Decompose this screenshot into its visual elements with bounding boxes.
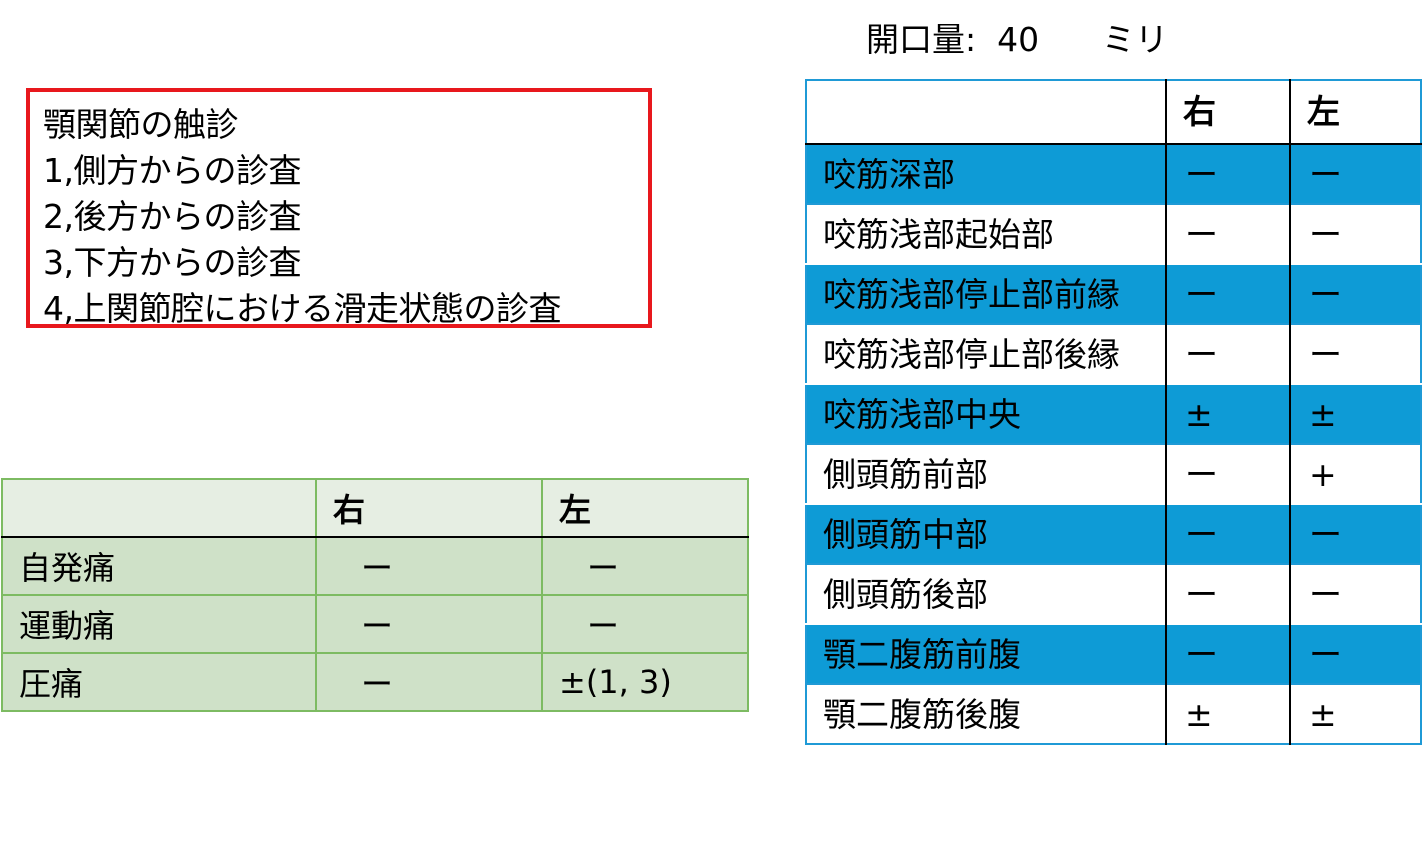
table-row: 側頭筋後部 ー ー (806, 563, 1421, 624)
pain-table-header: 右 左 (2, 478, 749, 538)
table-row: 自発痛 ー ー (2, 536, 749, 596)
muscle-table-header: 右 左 (806, 80, 1421, 145)
notes-item-4: 4,上関節腔における滑走状態の診査 (43, 289, 562, 328)
left-value: ー (541, 536, 749, 596)
muscle-label: 側頭筋前部 (806, 443, 1166, 504)
row-label: 運動痛 (2, 594, 317, 654)
muscle-label: 咬筋浅部停止部後縁 (806, 323, 1166, 384)
muscle-label: 側頭筋後部 (806, 563, 1166, 624)
left-value: ー (541, 594, 749, 654)
right-value: ー (1165, 263, 1290, 324)
table-row: 咬筋浅部停止部後縁 ー ー (806, 323, 1421, 384)
pain-table: 右 左 自発痛 ー ー 運動痛 ー ー 圧痛 ー ±(1, 3) (1, 478, 749, 712)
right-value: ー (1165, 143, 1290, 204)
left-value: ± (1289, 683, 1421, 744)
header-cell-right: 右 (315, 478, 543, 538)
right-value: ー (1165, 503, 1290, 564)
notes-item-2: 2,後方からの診査 (43, 197, 302, 236)
right-value: ± (1165, 683, 1290, 744)
left-value: ー (1289, 503, 1421, 564)
notes-title: 顎関節の触診 (43, 105, 239, 144)
muscle-label: 顎二腹筋後腹 (806, 683, 1166, 744)
left-value: + (1289, 443, 1421, 504)
table-row: 運動痛 ー ー (2, 594, 749, 654)
notes-item-1: 1,側方からの診査 (43, 151, 302, 190)
table-row: 圧痛 ー ±(1, 3) (2, 652, 749, 712)
left-value: ー (1289, 563, 1421, 624)
muscle-label: 側頭筋中部 (806, 503, 1166, 564)
muscle-label: 咬筋深部 (806, 143, 1166, 204)
table-row: 咬筋浅部中央 ± ± (806, 383, 1421, 444)
right-value: ー (1165, 563, 1290, 624)
row-label: 圧痛 (2, 652, 317, 712)
left-value: ー (1289, 263, 1421, 324)
left-value: ー (1289, 203, 1421, 264)
right-value: ー (315, 594, 543, 654)
left-value: ±(1, 3) (541, 652, 749, 712)
left-value: ー (1289, 623, 1421, 684)
right-value: ー (1165, 323, 1290, 384)
table-row: 顎二腹筋後腹 ± ± (806, 683, 1421, 744)
header-cell-empty (2, 478, 317, 538)
header-cell-left: 左 (541, 478, 749, 538)
header-cell-empty (806, 80, 1166, 145)
muscle-label: 咬筋浅部起始部 (806, 203, 1166, 264)
table-row: 側頭筋前部 ー + (806, 443, 1421, 504)
muscle-label: 咬筋浅部停止部前縁 (806, 263, 1166, 324)
right-value: ± (1165, 383, 1290, 444)
right-value: ー (1165, 443, 1290, 504)
table-row: 咬筋浅部停止部前縁 ー ー (806, 263, 1421, 324)
left-value: ± (1289, 383, 1421, 444)
header-cell-left: 左 (1289, 80, 1421, 145)
notes-item-3: 3,下方からの診査 (43, 243, 302, 282)
table-row: 咬筋浅部起始部 ー ー (806, 203, 1421, 264)
opening-amount: 開口量: 40 ミリ (866, 20, 1169, 59)
table-row: 側頭筋中部 ー ー (806, 503, 1421, 564)
right-value: ー (315, 652, 543, 712)
palpation-notes-box: 顎関節の触診 1,側方からの診査 2,後方からの診査 3,下方からの診査 4,上… (26, 88, 652, 328)
muscle-palpation-table: 右 左 咬筋深部 ー ー 咬筋浅部起始部 ー ー 咬筋浅部停止部前縁 ー ー 咬… (805, 79, 1422, 745)
left-value: ー (1289, 143, 1421, 204)
right-value: ー (315, 536, 543, 596)
table-row: 咬筋深部 ー ー (806, 143, 1421, 204)
muscle-label: 咬筋浅部中央 (806, 383, 1166, 444)
right-value: ー (1165, 623, 1290, 684)
table-row: 顎二腹筋前腹 ー ー (806, 623, 1421, 684)
row-label: 自発痛 (2, 536, 317, 596)
right-value: ー (1165, 203, 1290, 264)
left-value: ー (1289, 323, 1421, 384)
muscle-label: 顎二腹筋前腹 (806, 623, 1166, 684)
header-cell-right: 右 (1165, 80, 1290, 145)
